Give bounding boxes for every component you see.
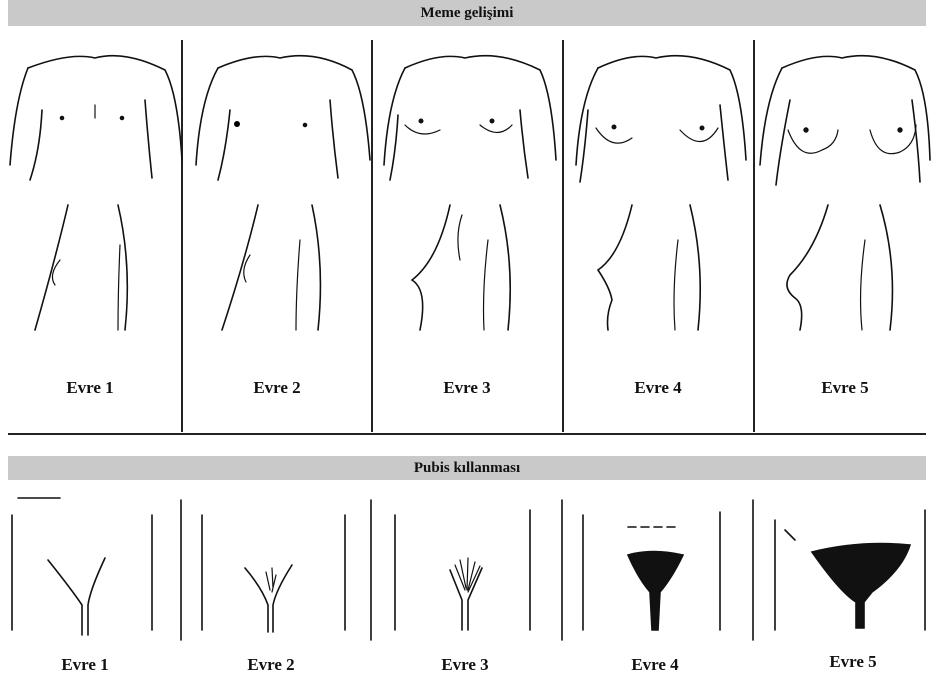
pubic-stage-2 — [245, 565, 292, 632]
breast-stage-4-side — [598, 205, 700, 330]
pubic-stage-3 — [450, 558, 482, 630]
breast-stage-3-side — [412, 205, 510, 330]
breast-stage-1-label: Evre 1 — [15, 378, 165, 398]
breast-stage-3-label: Evre 3 — [392, 378, 542, 398]
pubic-stage-4-label: Evre 4 — [580, 655, 730, 675]
pubic-stage-1 — [48, 558, 105, 635]
pubic-stage-5-label: Evre 5 — [778, 652, 928, 672]
breast-stage-2-label: Evre 2 — [202, 378, 352, 398]
pubic-stage-3-label: Evre 3 — [390, 655, 540, 675]
breast-stage-5-front — [760, 56, 930, 185]
breast-stage-1-front — [10, 56, 182, 180]
breast-stage-5-label: Evre 5 — [770, 378, 920, 398]
pubic-stage-1-label: Evre 1 — [10, 655, 160, 675]
breast-stage-5-side — [787, 205, 893, 330]
breast-stage-3-front — [384, 56, 556, 180]
breast-stage-4-label: Evre 4 — [583, 378, 733, 398]
breast-stage-4-front — [576, 56, 746, 182]
pubic-section-title: Pubis kıllanması — [414, 460, 520, 477]
pubic-stage-2-label: Evre 2 — [196, 655, 346, 675]
breast-stage-2-front — [196, 56, 370, 180]
pubic-stage-5 — [812, 544, 910, 628]
pubic-section-header: Pubis kıllanması — [8, 456, 926, 480]
pubic-stage-4 — [628, 527, 683, 630]
breast-stage-2-side — [222, 205, 320, 330]
breast-stage-1-side — [35, 205, 127, 330]
